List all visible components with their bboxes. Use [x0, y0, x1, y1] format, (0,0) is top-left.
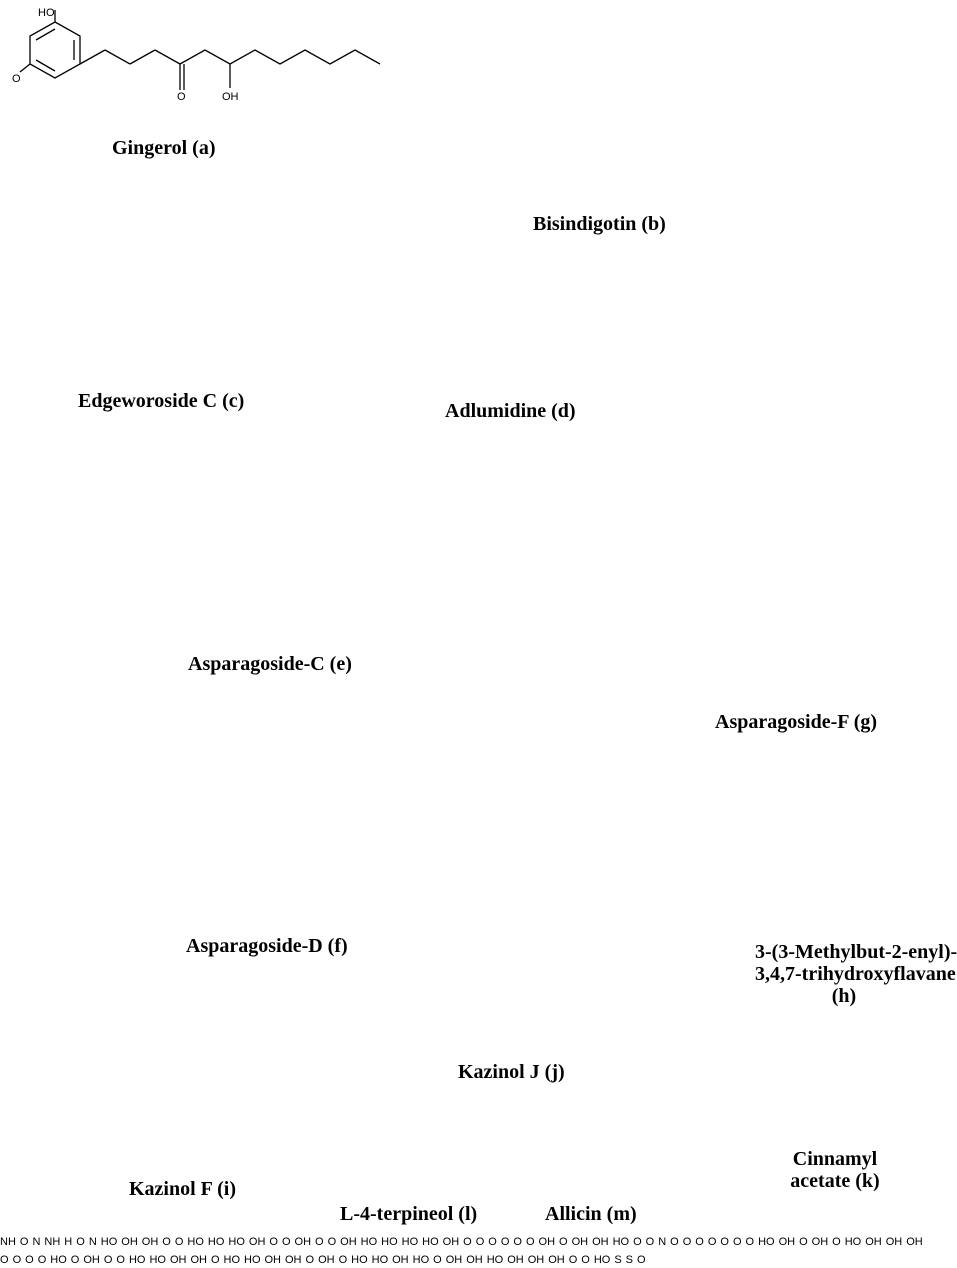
- label-bisindigotin: Bisindigotin (b): [533, 213, 666, 235]
- structure-gingerol: HO O O OH: [12, 7, 381, 103]
- structure-terpineol: HO: [593, 1254, 611, 1266]
- label-adlumidine: Adlumidine (d): [445, 400, 576, 422]
- svg-text:O: O: [177, 91, 186, 103]
- label-asparagoside-c: Asparagoside-C (e): [188, 653, 352, 675]
- label-edgeworoside-c: Edgeworoside C (c): [78, 390, 245, 412]
- structure-kazinol-f: HO OH OH OH: [486, 1254, 565, 1266]
- label-cinnamyl-acetate-line1: Cinnamyl: [792, 1148, 878, 1170]
- chemical-structures-figure: HO O O OH NH O N NH H O N HO OH OH: [0, 7, 957, 1266]
- structures-drawing: HO O O OH: [12, 7, 381, 103]
- label-flavane-h-line3: (h): [831, 985, 857, 1007]
- structure-edgeworoside-c: O O O OH O OH OH HO: [500, 1236, 630, 1248]
- structure-asparagoside-c: O O O HO OH O OH O HO OH OH OH O: [0, 1236, 923, 1266]
- label-flavane-h: 3-(3-Methylbut-2-enyl)- 3,4,7-trihydroxy…: [755, 941, 957, 1007]
- label-cinnamyl-acetate: Cinnamyl acetate (k): [770, 1148, 900, 1192]
- label-flavane-h-line1: 3-(3-Methylbut-2-enyl)-: [755, 941, 957, 963]
- structure-allicin: S S O: [614, 1254, 646, 1266]
- label-asparagoside-d: Asparagoside-D (f): [186, 935, 348, 957]
- label-flavane-h-line2: 3,4,7-trihydroxyflavane: [755, 963, 956, 985]
- structure-flavane-h: O HO HO OH: [338, 1254, 409, 1266]
- label-asparagoside-f: Asparagoside-F (g): [715, 711, 878, 733]
- label-terpineol: L-4-terpineol (l): [340, 1203, 478, 1225]
- structure-cinnamyl-acetate: O O: [568, 1254, 590, 1266]
- svg-text:HO: HO: [38, 7, 55, 19]
- label-cinnamyl-acetate-line2: acetate (k): [790, 1170, 880, 1192]
- svg-text:OH: OH: [222, 91, 239, 103]
- label-kazinol-j: Kazinol J (j): [458, 1061, 565, 1083]
- label-kazinol-f: Kazinol F (i): [129, 1178, 237, 1200]
- structure-asparagoside-d: O O O HO O OH O O HO HO OH OH O HO HO OH…: [12, 1254, 335, 1266]
- structure-bisindigotin: NH O N NH H O N: [0, 1236, 97, 1248]
- structure-adlumidine: O O N O O O O: [633, 1236, 717, 1248]
- label-gingerol: Gingerol (a): [112, 137, 216, 159]
- label-allicin: Allicin (m): [545, 1203, 637, 1225]
- svg-text:O: O: [12, 73, 21, 85]
- structure-kazinol-j: HO O OH OH: [412, 1254, 483, 1266]
- structure-asparagoside-f: HO OH OH O O HO HO HO OH O O OH O O OH H…: [100, 1236, 497, 1248]
